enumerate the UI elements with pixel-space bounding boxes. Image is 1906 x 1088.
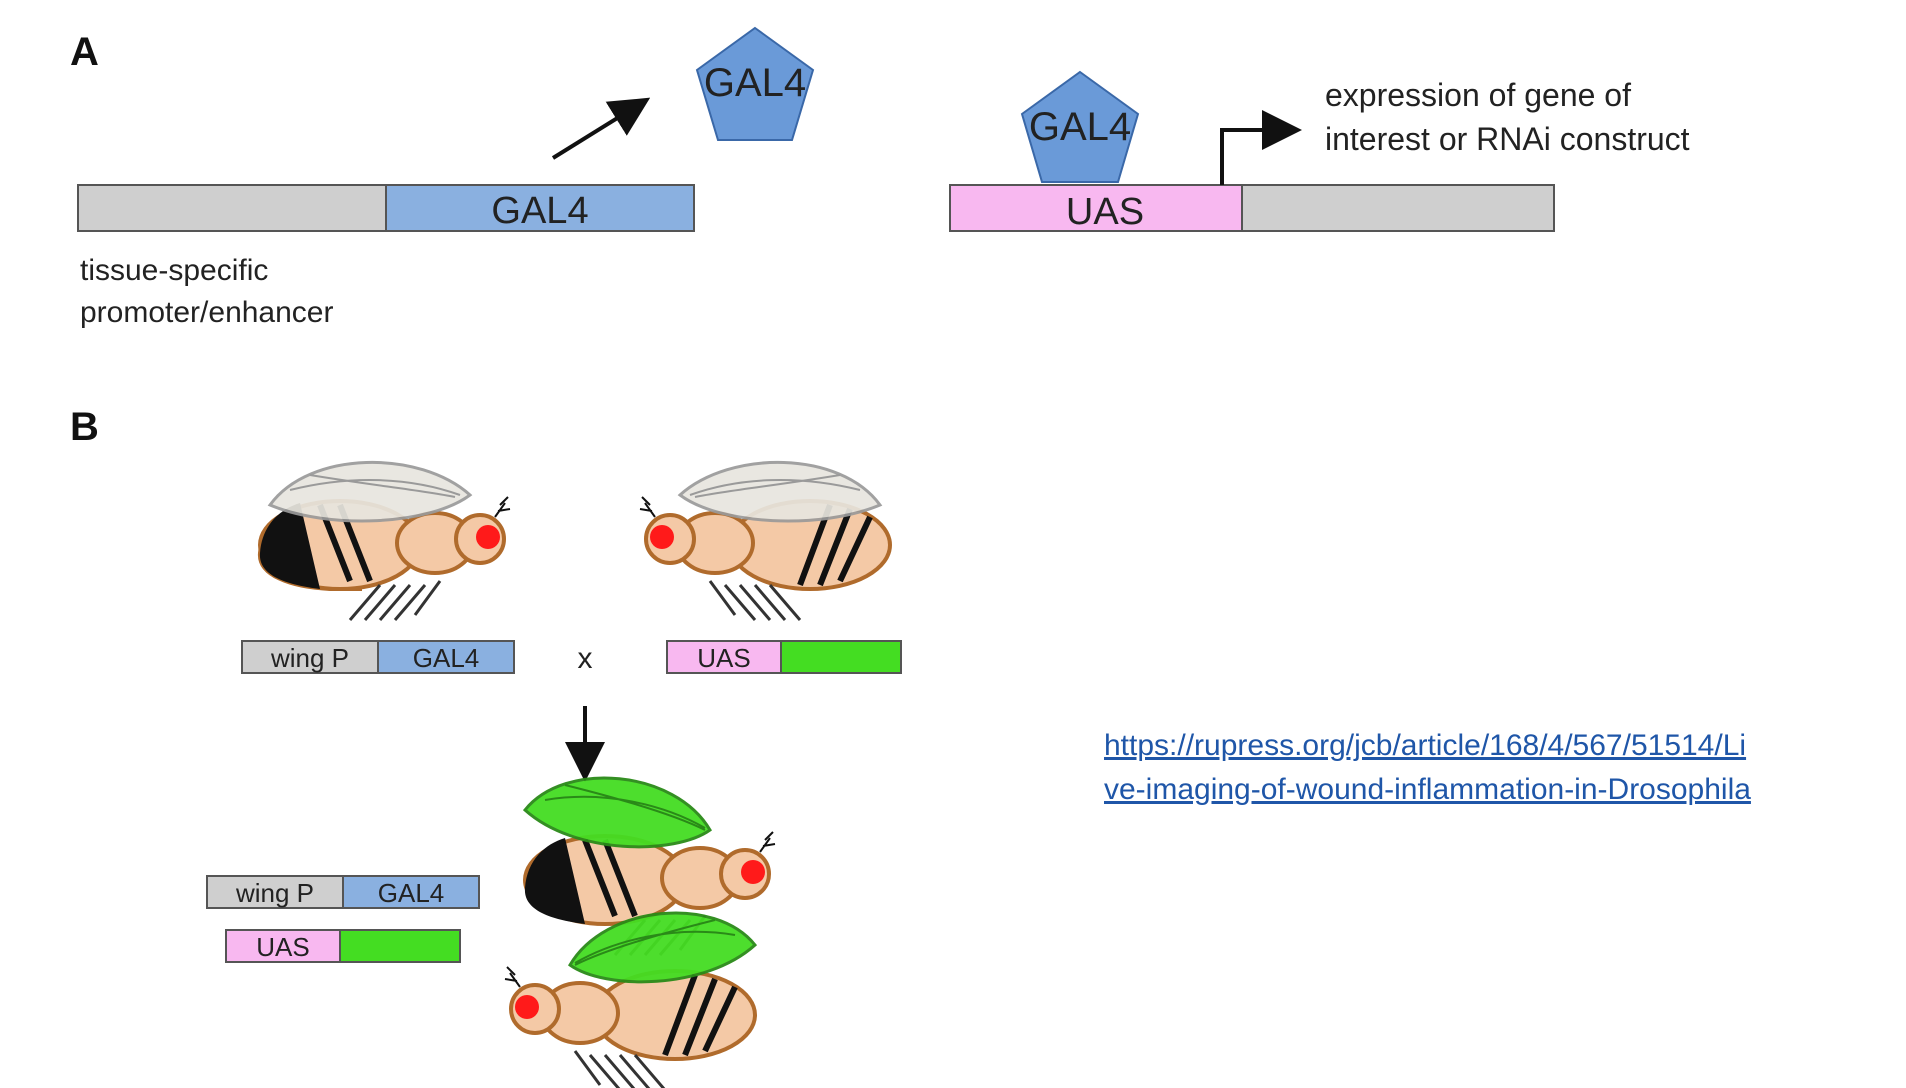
fly-legs xyxy=(573,1050,666,1088)
expression-arrow xyxy=(551,97,651,160)
uas-segment xyxy=(666,640,782,674)
fly-wing-green xyxy=(568,911,758,984)
progeny-responder-construct: UAS xyxy=(225,929,461,963)
uas-segment xyxy=(225,929,341,963)
abdomen-stripe xyxy=(582,838,618,918)
progeny-fly-1 xyxy=(522,776,776,956)
source-link-line1: https://rupress.org/jcb/article/168/4/56… xyxy=(1104,729,1747,762)
fly-eye xyxy=(741,860,765,884)
fly-abdomen-black xyxy=(524,838,585,924)
fly-eye xyxy=(650,525,674,549)
cross-symbol: x xyxy=(578,642,593,675)
wing-vein xyxy=(574,919,736,966)
abdomen-stripe xyxy=(837,515,873,583)
abdomen-stripe xyxy=(602,838,638,918)
expression-label-line2: interest or RNAi construct xyxy=(1325,121,1690,157)
gal4-driver-construct: GAL4 xyxy=(77,184,695,232)
fly-antenna xyxy=(494,496,511,518)
fly-eye xyxy=(476,525,500,549)
parent-responder-construct: UAS xyxy=(666,640,902,674)
source-link[interactable]: https://rupress.org/jcb/article/168/4/56… xyxy=(1104,724,1751,812)
target-gene-segment xyxy=(1241,184,1555,232)
fly-legs xyxy=(348,580,442,621)
gfp-segment xyxy=(780,640,902,674)
gal4-protein: GAL4 xyxy=(695,26,815,141)
source-link-line2: ve-imaging-of-wound-inflammation-in-Dros… xyxy=(1104,773,1751,806)
gal4-label: GAL4 xyxy=(413,643,480,673)
fly-antenna xyxy=(639,496,656,518)
gal4-gene-label: GAL4 xyxy=(491,190,588,232)
gal4-segment xyxy=(342,875,480,909)
progeny-fly-2 xyxy=(504,911,758,1088)
progeny-driver-construct: wing P GAL4 xyxy=(206,875,480,909)
uas-label: UAS xyxy=(697,643,750,673)
uas-construct: UAS xyxy=(949,184,1555,233)
fly-antenna xyxy=(759,831,776,853)
abdomen-stripe xyxy=(682,977,718,1057)
panel-a-label: A xyxy=(70,30,99,74)
abdomen-stripe xyxy=(817,507,853,587)
parent-fly-driver xyxy=(257,461,511,621)
gal4-segment xyxy=(377,640,515,674)
fly-legs xyxy=(708,580,802,621)
parent-driver-construct: wing P GAL4 xyxy=(241,640,515,674)
gal4-protein-pentagon xyxy=(695,26,815,141)
wing-vein xyxy=(289,474,461,498)
parent-fly-responder xyxy=(639,461,892,621)
fly-antenna xyxy=(504,966,521,988)
abdomen-stripe xyxy=(702,985,738,1053)
gfp-segment xyxy=(339,929,461,963)
wing-promoter-label: wing P xyxy=(270,643,349,673)
promoter-label-line1: tissue-specific xyxy=(80,254,268,287)
fly-abdomen-black xyxy=(259,503,320,589)
wing-vein xyxy=(544,784,706,831)
promoter-label-line2: promoter/enhancer xyxy=(80,296,333,329)
abdomen-stripe xyxy=(662,973,698,1057)
uas-segment xyxy=(949,184,1243,232)
fly-eye xyxy=(515,995,539,1019)
gal4-gene-segment xyxy=(385,184,695,232)
expression-label-line1: expression of gene of xyxy=(1325,77,1631,113)
promoter-segment xyxy=(77,184,387,232)
gal4-protein-label: GAL4 xyxy=(704,61,806,105)
panel-b-label: B xyxy=(70,405,99,449)
transcription-arrow xyxy=(1220,110,1302,185)
bound-gal4-protein: GAL4 xyxy=(1020,70,1140,183)
bound-gal4-pentagon xyxy=(1020,70,1140,183)
uas-label: UAS xyxy=(1066,191,1144,233)
bound-gal4-label: GAL4 xyxy=(1029,105,1131,149)
uas-label: UAS xyxy=(256,932,309,962)
wing-vein xyxy=(689,474,861,498)
gal4-label: GAL4 xyxy=(378,878,445,908)
fly-wing-green xyxy=(522,776,712,849)
wing-promoter-label: wing P xyxy=(235,878,314,908)
